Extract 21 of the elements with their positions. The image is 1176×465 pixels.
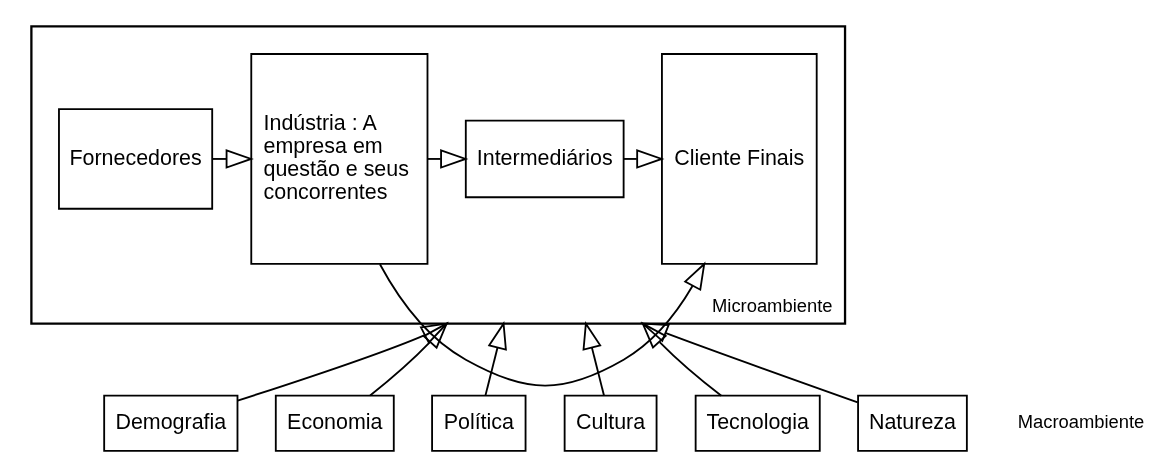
arrow: [582, 320, 605, 397]
arrow: [236, 322, 450, 402]
node-box: Demografia: [103, 394, 239, 452]
arrow: [640, 321, 723, 397]
node-box: Fornecedores: [58, 108, 214, 210]
node-box: Cultura: [563, 394, 658, 452]
node-box: Natureza: [857, 394, 968, 452]
node-box: Economia: [274, 394, 395, 452]
node-box: Intermediários: [464, 119, 625, 199]
arrow: [640, 322, 859, 404]
node-box: Política: [431, 394, 527, 452]
label: Macroambiente: [1017, 411, 1145, 433]
node-box: Indústria : A empresa em questão e seus concorrentes: [250, 53, 429, 265]
arrow: [369, 321, 449, 397]
arrow: [379, 261, 706, 387]
node-box: Tecnologia: [694, 394, 821, 452]
arrow: [211, 149, 254, 169]
arrow: [484, 320, 507, 397]
arrow: [622, 149, 665, 169]
arrow: [426, 149, 469, 169]
node-box: Cliente Finais: [661, 53, 818, 265]
